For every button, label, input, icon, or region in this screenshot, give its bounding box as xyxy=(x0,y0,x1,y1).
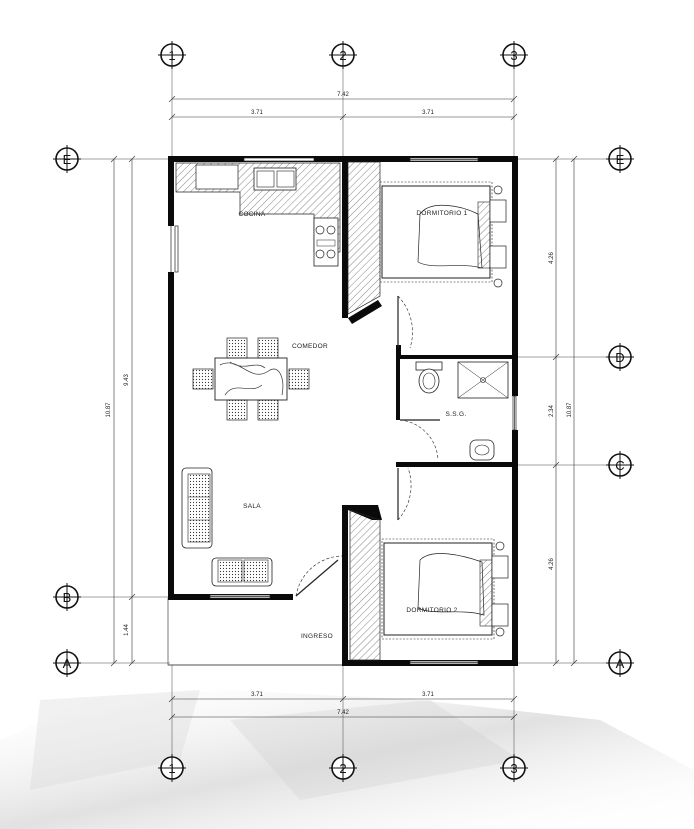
room-label-cocina: COCINA xyxy=(238,211,265,218)
grid-bubble-row-e-right: E xyxy=(606,145,634,173)
dim-right-lower: 4.26 xyxy=(549,558,555,570)
grid-bubble-row-a-right: A xyxy=(606,649,634,677)
svg-text:A: A xyxy=(63,656,72,671)
dimension-labels: 7.42 3.71 3.71 3.71 3.71 7.42 10.87 9.43… xyxy=(106,92,573,716)
room-label-sala: SALA xyxy=(243,503,261,510)
dim-right-upper: 4.26 xyxy=(549,252,555,264)
grid-bubble-col-2-bottom: 2 xyxy=(329,754,357,782)
entry-slab xyxy=(167,598,343,666)
bed-2 xyxy=(381,538,509,640)
grid-bubble-row-c-right: C xyxy=(606,451,634,479)
dim-right-total: 10.87 xyxy=(567,402,573,418)
door-swings xyxy=(295,295,440,597)
grid-bubble-row-d-right: D xyxy=(606,343,634,371)
room-label-comedor: COMEDOR xyxy=(292,343,328,350)
grid-bubble-row-b-left: B xyxy=(53,583,81,611)
grid-bubbles: 1 2 3 1 2 3 xyxy=(53,41,634,782)
svg-text:2: 2 xyxy=(339,48,346,63)
room-label-ssg: S.S.G. xyxy=(446,411,467,418)
kitchen-counter xyxy=(175,162,341,267)
dim-left-total: 10.87 xyxy=(106,402,112,418)
grid-bubble-col-3-top: 3 xyxy=(500,41,528,69)
dining-set xyxy=(192,337,310,421)
grid-bubble-col-1-bottom: 1 xyxy=(158,754,186,782)
svg-text:E: E xyxy=(63,152,72,167)
grid-bubble-col-1-top: 1 xyxy=(158,41,186,69)
dim-left-lower: 1.44 xyxy=(124,624,130,636)
svg-text:3: 3 xyxy=(510,761,517,776)
dim-right-mid: 2.34 xyxy=(549,405,555,417)
svg-text:D: D xyxy=(615,350,624,365)
grid-bubble-row-e-left: E xyxy=(53,145,81,173)
dim-bottom-left: 3.71 xyxy=(251,692,263,698)
dim-bottom-right: 3.71 xyxy=(422,692,434,698)
grid-bubble-col-2-top: 2 xyxy=(329,41,357,69)
grid-lines xyxy=(80,68,608,758)
wardrobes xyxy=(347,161,381,661)
sofas xyxy=(181,467,273,587)
svg-text:3: 3 xyxy=(510,48,517,63)
svg-text:B: B xyxy=(63,590,72,605)
dim-top-left: 3.71 xyxy=(251,110,263,116)
dim-top-right: 3.71 xyxy=(422,110,434,116)
svg-text:A: A xyxy=(616,656,625,671)
svg-text:1: 1 xyxy=(168,48,175,63)
bed-1 xyxy=(379,181,507,288)
dim-left-upper: 9.43 xyxy=(124,374,130,386)
windows xyxy=(170,157,517,665)
room-label-dormitorio-2: DORMITORIO 2 xyxy=(406,607,457,614)
room-label-dormitorio-1: DORMITORIO 1 xyxy=(416,210,467,217)
svg-text:2: 2 xyxy=(339,761,346,776)
svg-text:1: 1 xyxy=(168,761,175,776)
svg-text:E: E xyxy=(616,152,625,167)
grid-bubble-col-3-bottom: 3 xyxy=(500,754,528,782)
room-labels: COCINA COMEDOR SALA INGRESO DORMITORIO 1… xyxy=(238,210,467,640)
dimension-lines xyxy=(110,95,578,721)
dim-top-total: 7.42 xyxy=(337,92,349,98)
dim-bottom-total: 7.42 xyxy=(337,710,349,716)
bathroom-fixtures xyxy=(415,361,509,461)
room-label-ingreso: INGRESO xyxy=(301,633,333,640)
svg-text:C: C xyxy=(615,458,624,473)
grid-bubble-row-a-left: A xyxy=(53,649,81,677)
